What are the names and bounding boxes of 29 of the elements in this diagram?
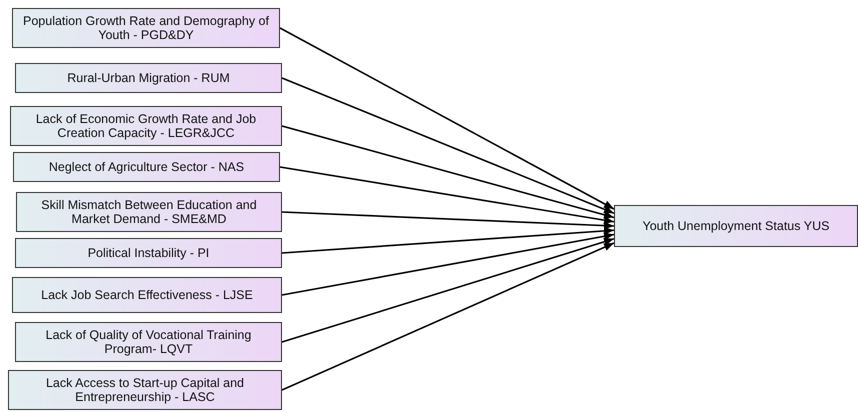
box-label: Population Growth Rate and Demography of Youth - PGD&DY [22,14,270,42]
arrow [280,166,614,224]
factor-box [614,205,858,247]
arrow [282,242,614,391]
box-label: Rural-Urban Migration - RUM [67,71,230,85]
factor-box [15,238,282,268]
factor-box [15,63,282,93]
box-label: Lack Job Search Effectiveness - LJSE [41,288,253,302]
arrow [282,77,614,214]
box-label: Lack of Quality of Vocational Training Program- LQVT [44,328,252,356]
factor-box [12,277,282,313]
box-label: Neglect of Agriculture Sector - NAS [48,160,244,174]
arrow [282,238,614,343]
arrow [282,232,614,296]
box-label: Youth Unemployment Status YUS [642,219,830,233]
box-label: Lack Access to Start-up Capital and Entrepreneurship - LASC [44,376,246,404]
arrow [280,27,614,210]
factor-box [10,106,282,146]
factor-box [8,370,282,410]
factor-box [15,322,282,362]
box-label: Skill Mismatch Between Education and Market Demand - SME&MD [40,198,258,226]
box-label: Political Instability - PI [88,246,210,260]
factor-box [16,192,282,232]
factor-box [13,152,280,182]
box-label: Lack of Economic Growth Rate and Job Creation Capacity - LEGR&JCC [34,112,258,140]
arrow [282,226,614,254]
arrow [282,125,614,219]
arrow [282,211,614,230]
factor-box [12,8,280,48]
